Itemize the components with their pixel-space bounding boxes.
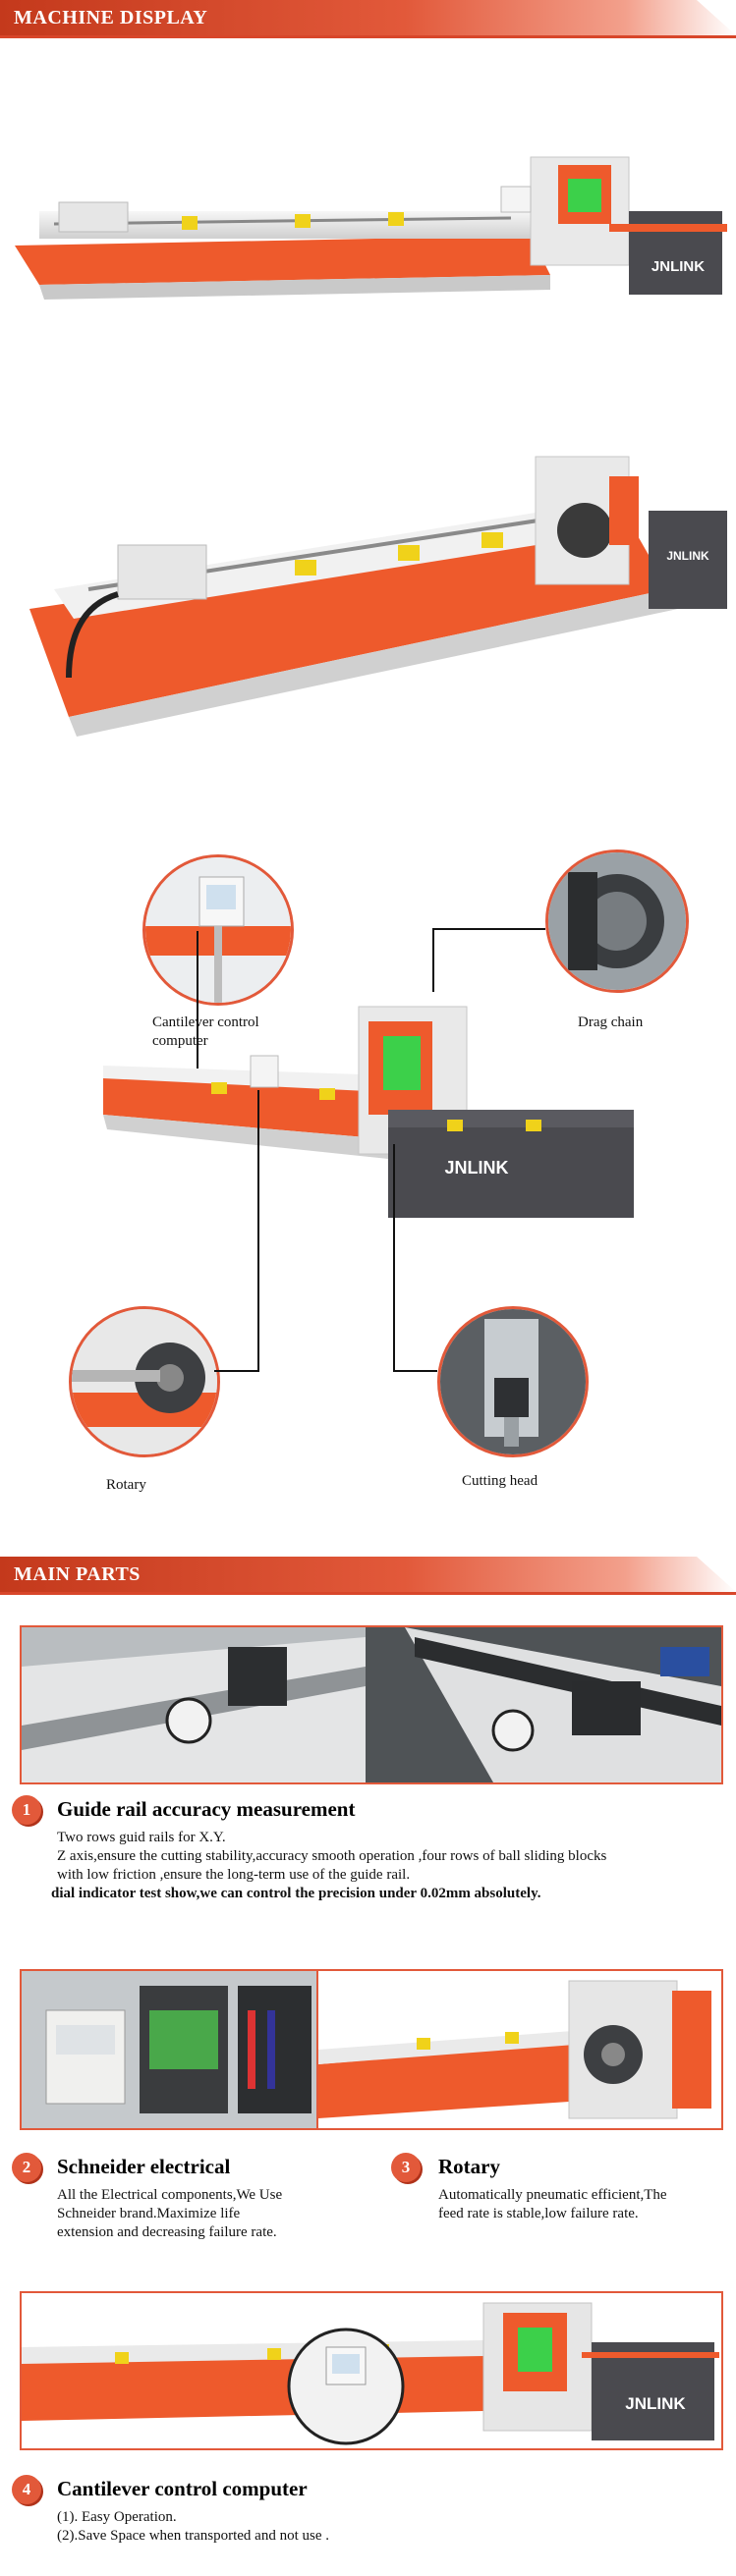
leader-cutting-head-v bbox=[393, 1144, 395, 1372]
caption-cantilever-line1: Cantilever control bbox=[152, 1014, 259, 1030]
callout-circle-cutting-head bbox=[437, 1306, 589, 1457]
part-title-rotary: Rotary bbox=[438, 2155, 500, 2178]
part-number-badge: 4 bbox=[12, 2475, 41, 2504]
leader-drag-chain-h bbox=[432, 928, 545, 930]
brand-logo-3: JNLINK bbox=[444, 1158, 508, 1178]
photo-schneider-electrical bbox=[20, 1969, 320, 2130]
caption-cutting-head: Cutting head bbox=[462, 1473, 538, 1489]
part-text-line: with low friction ,ensure the long-term … bbox=[57, 1867, 411, 1883]
part-title-guide-rail: Guide rail accuracy measurement bbox=[57, 1797, 356, 1821]
leader-rotary-v bbox=[257, 1090, 259, 1372]
machine-image-side-view: JNLINK bbox=[15, 156, 727, 300]
brand-logo: JNLINK bbox=[651, 258, 705, 275]
part-text-line: (2).Save Space when transported and not … bbox=[57, 2528, 330, 2544]
caption-rotary: Rotary bbox=[106, 1477, 146, 1493]
part-text-line: Automatically pneumatic efficient,The bbox=[438, 2187, 667, 2203]
machine-image-callouts: JNLINK bbox=[103, 1006, 634, 1218]
part-number-badge: 2 bbox=[12, 2153, 41, 2182]
part-text-line: (1). Easy Operation. bbox=[57, 2509, 177, 2525]
leader-rotary-h bbox=[214, 1370, 258, 1372]
caption-cantilever-line2: computer bbox=[152, 1033, 208, 1049]
callout-circle-rotary bbox=[69, 1306, 220, 1457]
part-text-highlight: dial indicator test show,we can control … bbox=[51, 1886, 541, 1901]
part-text-line: Two rows guid rails for X.Y. bbox=[57, 1830, 226, 1845]
part-text-line: extension and decreasing failure rate. bbox=[57, 2224, 277, 2240]
photo-cantilever-computer: JNLINK bbox=[20, 2291, 723, 2450]
part-text-line: All the Electrical components,We Use bbox=[57, 2187, 283, 2203]
part-text-line: Z axis,ensure the cutting stability,accu… bbox=[57, 1848, 607, 1864]
photo-guide-rail bbox=[20, 1625, 723, 1784]
section-title: MACHINE DISPLAY bbox=[14, 7, 208, 28]
section-title: MAIN PARTS bbox=[14, 1563, 141, 1585]
callout-circle-drag-chain bbox=[545, 850, 689, 993]
part-text-line: Schneider brand.Maximize life bbox=[57, 2206, 241, 2221]
leader-drag-chain-v bbox=[432, 928, 434, 992]
section-banner-main-parts: MAIN PARTS bbox=[0, 1557, 736, 1595]
leader-cutting-head-h bbox=[393, 1370, 437, 1372]
part-number-badge: 1 bbox=[12, 1795, 41, 1825]
section-banner-machine-display: MACHINE DISPLAY bbox=[0, 0, 736, 38]
photo-rotary bbox=[316, 1969, 723, 2130]
brand-logo-2: JNLINK bbox=[666, 549, 709, 563]
part-title-cantilever: Cantilever control computer bbox=[57, 2477, 308, 2500]
callout-circle-cantilever bbox=[142, 854, 294, 1006]
machine-image-perspective: JNLINK bbox=[29, 456, 727, 737]
part-text-line: feed rate is stable,low failure rate. bbox=[438, 2206, 639, 2221]
part-number-badge: 3 bbox=[391, 2153, 421, 2182]
caption-drag-chain: Drag chain bbox=[578, 1014, 644, 1030]
leader-cantilever bbox=[197, 931, 200, 1069]
brand-logo-4: JNLINK bbox=[625, 2394, 686, 2413]
part-title-schneider: Schneider electrical bbox=[57, 2155, 231, 2178]
